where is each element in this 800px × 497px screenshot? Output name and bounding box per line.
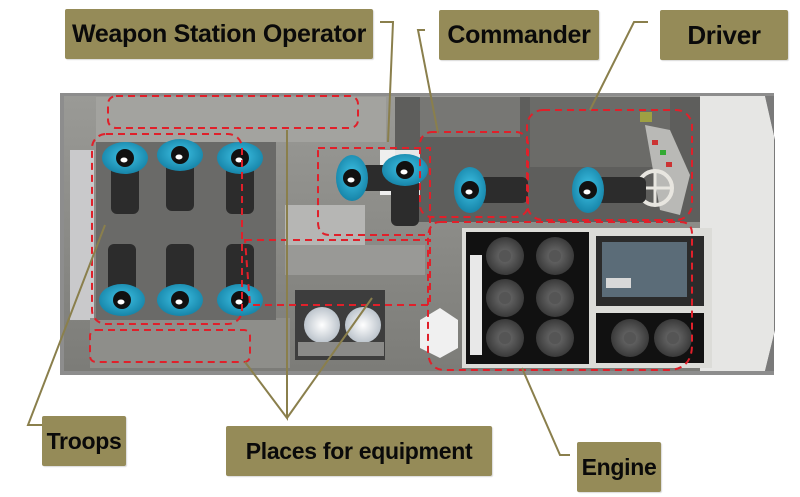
instrument-panel <box>645 125 690 215</box>
troop-figure <box>217 244 263 316</box>
legs <box>166 244 194 292</box>
helmet-highlight <box>175 299 183 305</box>
helmet-highlight <box>235 157 243 163</box>
troop-figure <box>157 244 203 316</box>
crew-group <box>99 139 646 316</box>
label-weapon-station-operator: Weapon Station Operator <box>65 9 373 59</box>
legs <box>108 244 136 292</box>
fan-hub <box>549 250 561 262</box>
label-commander: Commander <box>439 10 599 60</box>
helmet-highlight <box>175 154 183 160</box>
leader-lines <box>26 21 648 456</box>
leader-driver <box>589 21 648 111</box>
weapon-station-operator-figure <box>382 154 428 226</box>
fan-hub <box>549 332 561 344</box>
zone-lower-equipment <box>89 329 251 363</box>
legs <box>111 166 139 214</box>
fan-hub <box>667 332 679 344</box>
zone-outlines <box>89 95 693 371</box>
engine-block <box>602 242 687 297</box>
helmet-highlight <box>120 157 128 163</box>
label-places-for-equipment: Places for equipment <box>226 426 492 476</box>
legs <box>166 163 194 211</box>
troop-figure <box>157 139 203 211</box>
zone-troops <box>91 133 243 325</box>
label-troops: Troops <box>42 416 126 466</box>
lower-storage-bench <box>90 318 290 368</box>
leader-commander <box>416 29 439 134</box>
helmet-highlight <box>117 299 125 305</box>
troop-figure <box>217 142 263 214</box>
upper-storage-bench <box>96 97 386 142</box>
zone-weapon-station <box>317 147 431 236</box>
legs <box>596 177 646 203</box>
rear-door <box>70 150 94 320</box>
engine-bay <box>462 228 712 368</box>
fan-hub <box>549 292 561 304</box>
troop-figure <box>102 142 148 214</box>
fan-hub <box>499 292 511 304</box>
spare-wheel <box>304 307 340 343</box>
legs <box>478 177 528 203</box>
equipment-box <box>285 205 365 245</box>
legs <box>226 166 254 214</box>
label-driver: Driver <box>660 10 788 60</box>
helmet-highlight <box>465 189 473 195</box>
zone-middle-equipment <box>243 239 431 306</box>
spare-wheel <box>345 307 381 343</box>
leader-engine <box>521 367 570 456</box>
commander-figure <box>454 167 528 213</box>
zone-upper-equipment <box>107 95 359 129</box>
label-engine: Engine <box>577 442 661 492</box>
zone-driver <box>526 109 693 221</box>
front-plate <box>700 96 775 371</box>
helmet-highlight <box>235 299 243 305</box>
fan-hub <box>499 332 511 344</box>
troop-figure <box>99 244 145 316</box>
fan-hub <box>624 332 636 344</box>
helmet-highlight <box>400 169 408 175</box>
zone-engine <box>427 221 693 371</box>
leader-equipment-middle <box>286 297 373 419</box>
helmet-highlight <box>347 177 355 183</box>
legs <box>226 244 254 292</box>
fan-hub <box>499 250 511 262</box>
leader-troops <box>26 224 106 426</box>
legs <box>391 178 419 226</box>
fuel-tank <box>420 308 458 358</box>
leader-weapon-station <box>380 21 395 143</box>
weapon-station-operator-figure <box>336 155 410 201</box>
helmet-highlight <box>583 189 591 195</box>
driver-figure <box>572 167 646 213</box>
